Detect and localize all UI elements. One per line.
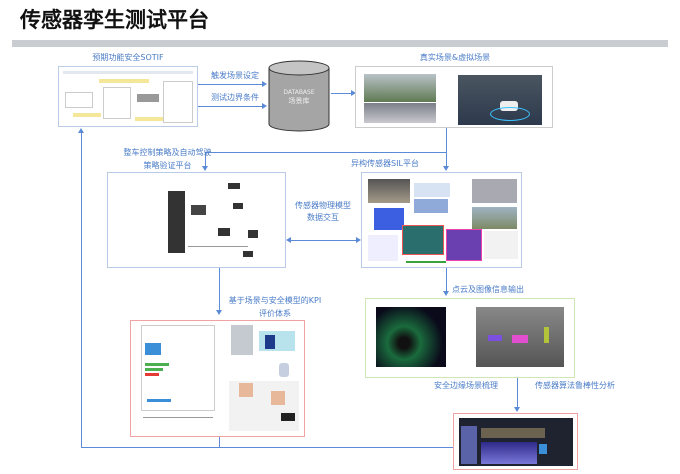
edge-label-sensor-model-1: 传感器物理模型	[295, 201, 351, 210]
edge-label-trigger: 触发场景设定	[211, 71, 259, 80]
database-icon	[268, 60, 330, 132]
sil-platform-image	[361, 172, 522, 268]
database-label-cn: 场景库	[288, 97, 310, 105]
virtual-scene-image	[364, 103, 436, 123]
edge-label-sensor-model-2: 数据交互	[307, 213, 339, 222]
pointcloud-image-output	[365, 298, 575, 378]
scene-images	[355, 66, 553, 128]
pointcloud-image	[376, 307, 446, 367]
vehicle-scene-image	[458, 75, 542, 125]
kpi-label-1: 基于场景与安全模型的KPI	[228, 296, 322, 305]
sil-platform-label: 异构传感器SIL平台	[351, 159, 419, 168]
vehicle-platform-label-2: 策略验证平台	[143, 161, 192, 170]
robustness-analysis-image	[453, 413, 578, 470]
vehicle-platform-image	[107, 172, 286, 268]
real-virtual-label: 真实场景&虚拟场景	[419, 53, 491, 62]
real-scene-image	[364, 74, 436, 102]
slide-title: 传感器孪生测试平台	[20, 8, 209, 32]
edge-label-robustness: 传感器算法鲁棒性分析	[535, 381, 615, 390]
database-cylinder: DATABASE 场景库	[268, 60, 330, 132]
edge-label-edge-case: 安全边缘场景梳理	[434, 381, 498, 390]
vehicle-platform-label-1: 整车控制策略及自动驾驶	[123, 148, 212, 157]
sotif-label: 预期功能安全SOTIF	[92, 53, 164, 62]
title-divider	[12, 40, 668, 47]
segmentation-image	[476, 307, 564, 367]
edge-label-boundary: 测试边界条件	[211, 93, 259, 102]
edge-label-output: 点云及图像信息输出	[452, 285, 524, 294]
sotif-diagram-image	[58, 66, 198, 127]
database-label-en: DATABASE	[283, 89, 315, 96]
kpi-evaluation-image	[130, 320, 305, 437]
kpi-label-2: 评价体系	[259, 309, 291, 318]
server-rack-icon	[168, 191, 185, 253]
